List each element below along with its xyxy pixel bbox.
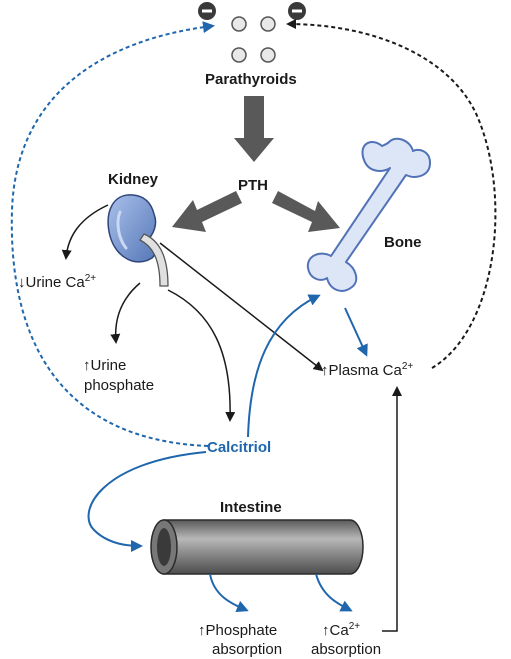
kidney-label: Kidney <box>108 171 159 188</box>
pth-to-kidney-arrow <box>172 191 242 232</box>
bone-to-plasma-ca-arrow <box>344 307 368 357</box>
phosphate-absorption-label-line1: ↑Phosphate <box>198 622 277 639</box>
calcitriol-label: Calcitriol <box>207 439 271 456</box>
parathyroid-glands-icon <box>231 16 276 63</box>
plasma-ca-charge: 2+ <box>402 361 414 372</box>
phosphate-absorption-text: Phosphate <box>206 622 278 639</box>
down-arrow-glyph: ↓ <box>18 274 26 291</box>
urine-ca-charge: 2+ <box>85 273 97 284</box>
phosphate-absorption-label-line2: absorption <box>212 641 282 658</box>
intestine-to-ca-absorption-arrow <box>315 573 353 612</box>
up-arrow-glyph-phosphate: ↑ <box>198 622 206 639</box>
ca-absorption-to-plasma-ca-arrow <box>382 386 402 632</box>
plasma-ca-label: ↑Plasma Ca2+ <box>321 361 413 379</box>
calcitriol-to-bone-arrow <box>247 294 321 438</box>
pth-label: PTH <box>238 177 268 194</box>
up-arrow-glyph-plasma: ↑ <box>321 362 329 379</box>
kidney-to-plasma-ca-arrow <box>159 242 324 372</box>
intestine-label: Intestine <box>220 499 282 516</box>
kidney-to-urine-ca-arrow <box>61 204 109 260</box>
up-arrow-glyph: ↑ <box>83 357 91 374</box>
urine-ca-text: Urine Ca <box>26 274 86 291</box>
calcitriol-to-intestine-arrow <box>87 451 207 552</box>
bone-icon <box>306 137 431 292</box>
urine-phosphate-label-line1: ↑Urine <box>83 357 126 374</box>
urine-ca-label: ↓Urine Ca2+ <box>18 273 96 291</box>
intestine-icon <box>150 519 364 575</box>
urine-phosphate-label-line2: phosphate <box>84 377 154 394</box>
plasma-ca-feedback-dashed-arrow <box>286 19 497 369</box>
ca-absorption-label-line2: absorption <box>311 641 381 658</box>
parathyroids-label: Parathyroids <box>205 71 297 88</box>
inhibition-icon-right <box>288 2 306 20</box>
kidney-to-calcitriol-arrow <box>167 289 236 422</box>
intestine-to-phosphate-absorption-arrow <box>209 573 249 612</box>
parathyroids-to-pth-arrow <box>234 96 274 162</box>
ca-absorption-label-line1: ↑Ca2+ <box>322 621 360 639</box>
kidney-to-urine-phosphate-arrow <box>110 282 141 344</box>
urine-phosphate-text: Urine <box>91 357 127 374</box>
bone-label: Bone <box>384 234 422 251</box>
ca-absorption-charge: 2+ <box>349 621 361 632</box>
kidney-icon <box>107 194 169 287</box>
ca-absorption-text: Ca <box>330 622 350 639</box>
plasma-ca-text: Plasma Ca <box>329 362 403 379</box>
pth-to-bone-arrow <box>272 191 340 232</box>
inhibition-icon-left <box>198 2 216 20</box>
calcitriol-feedback-dashed-arrow <box>10 21 215 447</box>
up-arrow-glyph-ca: ↑ <box>322 622 330 639</box>
